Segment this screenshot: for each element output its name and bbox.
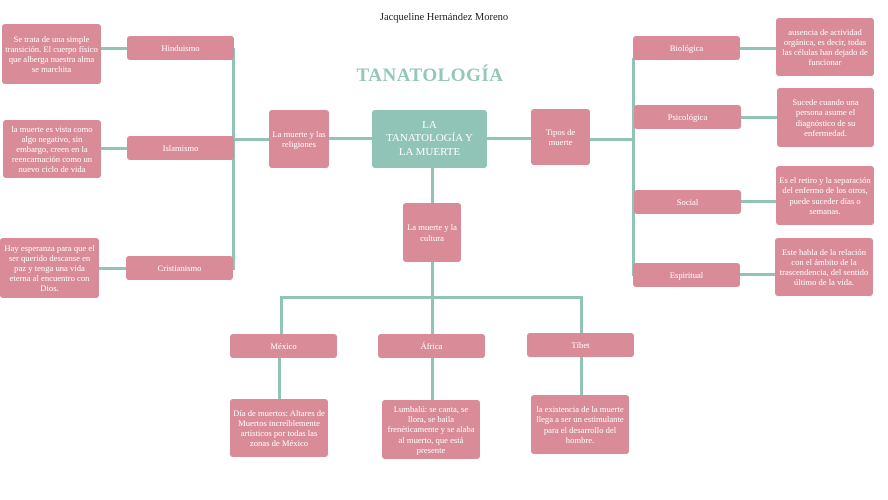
- religion-node-cristianismo: Cristianismo: [126, 256, 233, 280]
- connector: [431, 262, 434, 298]
- type-desc-espiritual: Este habla de la relación con el ámbito …: [775, 238, 873, 296]
- connector: [98, 267, 126, 270]
- religion-desc-hinduismo: Se trata de una simple transición. El cu…: [2, 24, 101, 84]
- connector: [589, 138, 635, 141]
- culture-desc-mexico: Día de muertos: Altares de Muertos incre…: [230, 399, 328, 457]
- culture-desc-africa: Lumbalú: se canta, se llora, se baila fr…: [382, 400, 480, 459]
- connector: [580, 296, 583, 334]
- culture-hub: La muerte y la cultura: [403, 203, 461, 262]
- author-name: Jacqueline Hernández Moreno: [379, 12, 509, 23]
- type-node-espiritual: Espiritual: [633, 263, 740, 287]
- culture-node-mexico: México: [230, 334, 337, 358]
- religions-hub: La muerte y las religiones: [269, 110, 329, 168]
- map-title: TANATOLOGÍA: [356, 65, 504, 86]
- type-node-psicologica: Psicológica: [634, 105, 741, 129]
- culture-desc-tibet: la existencia de la muerte llega a ser u…: [531, 395, 629, 454]
- culture-node-africa: África: [378, 334, 485, 358]
- connector: [580, 357, 583, 395]
- connector: [431, 357, 434, 401]
- connector: [232, 48, 235, 270]
- type-desc-biologica: ausencia de actividad orgánica, es decir…: [776, 18, 874, 76]
- connector: [741, 200, 776, 203]
- connector: [278, 357, 281, 399]
- type-desc-psicologica: Sucede cuando una persona asume el diagn…: [777, 88, 874, 147]
- connector: [632, 58, 635, 276]
- religion-desc-islamismo: la muerte es vista como algo negativo, s…: [3, 120, 101, 178]
- connector: [100, 47, 128, 50]
- connector: [328, 137, 372, 140]
- connector: [280, 296, 283, 334]
- type-node-biologica: Biológica: [633, 36, 740, 60]
- culture-node-tibet: Tíbet: [527, 333, 634, 357]
- central-node: LA TANATOLOGÍA Y LA MUERTE: [372, 110, 487, 168]
- connector: [740, 47, 776, 50]
- connector: [740, 273, 775, 276]
- type-desc-social: Es el retiro y la separación del enfermo…: [776, 166, 874, 225]
- type-node-social: Social: [634, 190, 741, 214]
- religion-desc-cristianismo: Hay esperanza para que el ser querido de…: [0, 238, 99, 298]
- connector: [487, 137, 531, 140]
- religion-node-hinduismo: Hinduismo: [127, 36, 234, 60]
- types-hub: Tipos de muerte: [531, 109, 590, 165]
- connector: [431, 296, 434, 334]
- religion-node-islamismo: Islamismo: [127, 136, 234, 160]
- connector: [232, 138, 270, 141]
- connector: [431, 168, 434, 204]
- connector: [741, 116, 777, 119]
- connector: [100, 147, 128, 150]
